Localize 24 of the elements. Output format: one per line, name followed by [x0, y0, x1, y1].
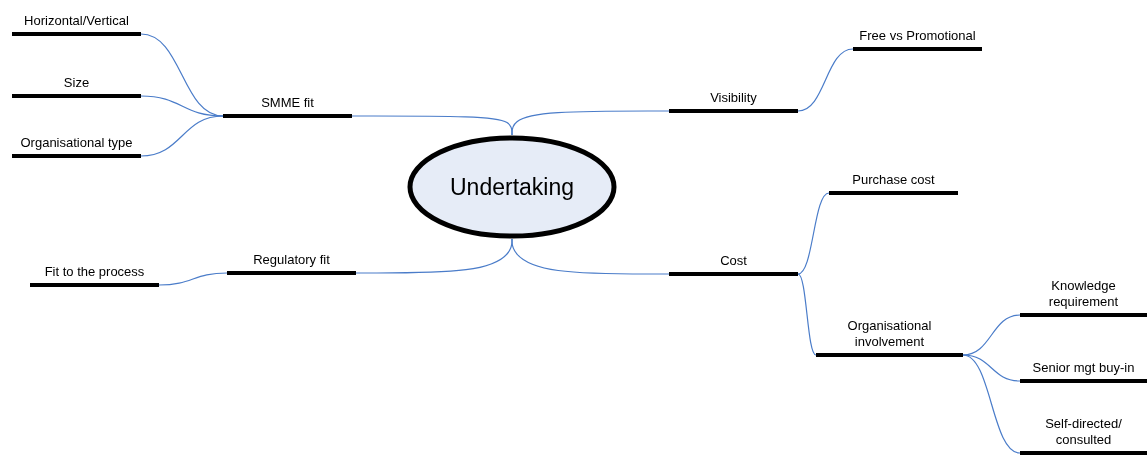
topic-label: Organisational type [20, 135, 133, 152]
topic-label: SMME fit [261, 95, 314, 112]
topic-label: Self-directed/ consulted [1044, 416, 1123, 449]
topic-label: Knowledge requirement [1047, 278, 1120, 311]
branch-connector [511, 110, 670, 136]
topic-label: Purchase cost [852, 172, 935, 189]
central-topic: Undertaking [450, 173, 574, 201]
branch-connector [962, 354, 1021, 382]
branch-connector [511, 238, 670, 275]
branch-connector [140, 115, 224, 157]
topic-label: Size [63, 75, 90, 92]
topic-label: Senior mgt buy-in [1032, 360, 1135, 377]
branch-connector [158, 272, 228, 286]
topic-label: Organisational involvement [846, 318, 933, 351]
branch-connector [962, 354, 1021, 454]
topic-label: Fit to the process [44, 264, 145, 281]
topic-label: Regulatory fit [253, 252, 330, 269]
topic-label: Visibility [710, 90, 757, 107]
branch-connector [797, 192, 830, 275]
branch-connector [797, 273, 817, 356]
topic-label: Cost [720, 253, 747, 270]
topic-label: Free vs Promotional [859, 28, 976, 45]
topic-label: Horizontal/Vertical [24, 13, 129, 30]
branch-connector [797, 48, 854, 112]
